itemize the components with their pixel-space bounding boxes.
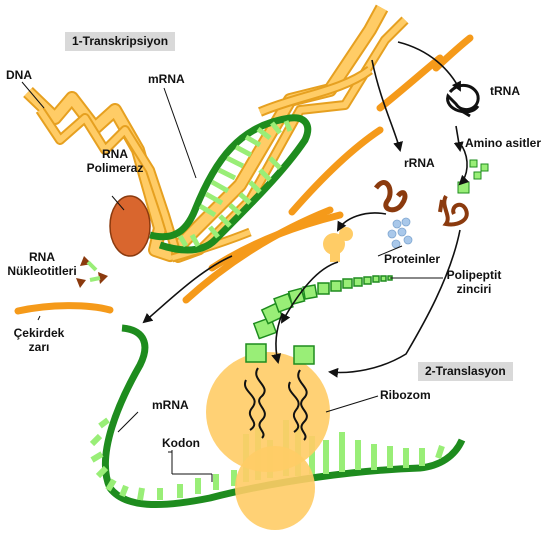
label-rna-polymerase-line2: Polimeraz [86, 161, 144, 175]
label-nuclear-membrane: Çekirdek zarı [6, 326, 72, 354]
label-mrna-bottom: mRNA [152, 398, 189, 412]
rna-nucleotides [76, 256, 108, 288]
label-rna-nucleotides-line2: Nükleotitleri [7, 264, 77, 278]
mrna-top-strand [149, 114, 312, 254]
rrna-shape [373, 180, 408, 213]
label-polypeptide: Polipeptit zinciri [442, 268, 506, 296]
amino-acid-box-left [245, 343, 267, 363]
label-rna-nucleotides: RNA Nükleotitleri [2, 250, 82, 278]
ribosome-subunit [323, 227, 353, 262]
label-rna-polymerase: RNA Polimeraz [80, 147, 150, 175]
label-nuclear-membrane-line2: zarı [28, 340, 50, 354]
label-rna-nucleotides-line1: RNA [29, 250, 55, 264]
label-proteins: Proteinler [384, 252, 441, 266]
label-mrna-top: mRNA [148, 72, 185, 86]
amino-acid-box-right [293, 345, 315, 365]
ribosome [206, 352, 330, 530]
section-translation-title: 2-Translasyon [418, 362, 513, 381]
label-amino-acids: Amino asitler [465, 136, 542, 150]
amino-acids [457, 159, 489, 194]
label-polypeptide-line2: zinciri [456, 282, 492, 296]
polypeptide-chain [252, 275, 393, 340]
process-arrows [142, 41, 470, 378]
label-polypeptide-line1: Polipeptit [446, 268, 502, 282]
trna-shape [446, 83, 480, 118]
label-nuclear-membrane-line1: Çekirdek [13, 326, 65, 340]
section-transcription-title: 1-Transkripsiyon [65, 32, 176, 51]
label-trna: tRNA [490, 84, 520, 98]
label-codon: Kodon [162, 436, 200, 450]
label-dna: DNA [6, 68, 32, 82]
rna-polymerase [109, 195, 151, 257]
ribosome-trnas [243, 367, 308, 441]
label-ribosome: Ribozom [380, 388, 431, 402]
leader-lines [21, 81, 443, 482]
label-rna-polymerase-line1: RNA [102, 147, 128, 161]
label-rrna: rRNA [404, 156, 435, 170]
charged-trna [438, 194, 469, 227]
proteins [387, 217, 413, 249]
